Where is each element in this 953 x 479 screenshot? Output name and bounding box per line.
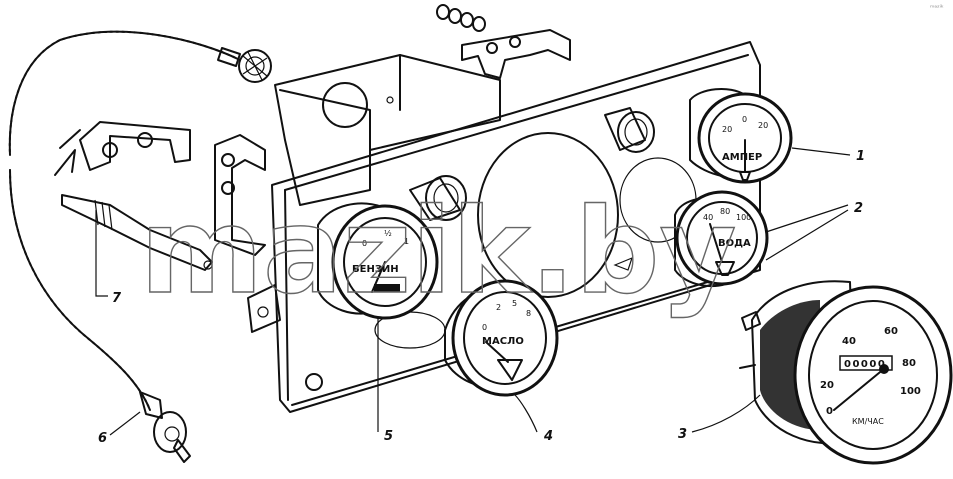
temp-tick-3: 100 <box>736 213 751 222</box>
fuel-tick-half: ½ <box>384 229 392 238</box>
speed-tick-0: 0 <box>826 406 833 417</box>
ammeter-tick-left: 20 <box>722 125 732 134</box>
odometer-digits: 00000 <box>844 359 886 370</box>
speedometer-cable <box>8 30 272 463</box>
fuel-gauge: 0 ½ 1 БЕНЗИН <box>317 202 439 320</box>
corner-mark: ᵐᵃᶻⁱᵏ <box>930 4 944 12</box>
speed-unit: КМ/ЧАС <box>852 417 884 426</box>
odometer-window <box>839 355 893 371</box>
callout-3: 3 <box>678 427 687 442</box>
ammeter-tick-center: 0 <box>742 115 747 124</box>
speed-tick-80: 80 <box>902 358 916 369</box>
oil-pressure-gauge: 0 2 5 8 МАСЛО <box>444 279 559 397</box>
oil-tick-5: 5 <box>512 299 517 308</box>
speed-tick-40: 40 <box>842 336 856 347</box>
callout-4: 4 <box>543 429 553 444</box>
temp-label: ВОДА <box>718 238 751 249</box>
fuel-tick-empty: 0 <box>362 239 367 248</box>
mounting-bracket-and-resistor <box>54 121 213 271</box>
oil-label: МАСЛО <box>482 336 524 347</box>
oil-tick-2: 2 <box>496 303 501 312</box>
temp-tick-2: 80 <box>720 207 730 216</box>
callout-5: 5 <box>384 429 393 444</box>
angle-brackets <box>214 29 571 256</box>
oil-tick-0: 0 <box>482 323 487 332</box>
speed-tick-100: 100 <box>900 386 921 397</box>
nuts-and-washers <box>436 4 486 32</box>
temperature-gauge: 40 80 100 ВОДА <box>674 190 769 288</box>
speed-tick-20: 20 <box>820 380 834 391</box>
callout-1: 1 <box>856 149 865 164</box>
ammeter-gauge: 20 0 20 АМПЕР <box>689 88 793 184</box>
fuel-tick-full: 1 <box>404 237 409 246</box>
fuel-label: БЕНЗИН <box>352 264 399 275</box>
oil-tick-8: 8 <box>526 309 531 318</box>
instrument-panel-housing <box>247 41 761 413</box>
speed-tick-60: 60 <box>884 326 898 337</box>
callout-2: 2 <box>854 201 863 216</box>
callout-6: 6 <box>98 431 107 446</box>
temp-tick-1: 40 <box>703 213 713 222</box>
ammeter-tick-right: 20 <box>758 121 768 130</box>
callout-lines <box>95 147 851 436</box>
callout-7: 7 <box>112 291 122 306</box>
speedometer: 0 20 40 60 80 100 00000 КМ/ЧАС <box>739 280 953 465</box>
warning-lamp-upper <box>604 107 655 153</box>
ammeter-label: АМПЕР <box>722 152 762 163</box>
watermark: mazik.by <box>140 182 736 320</box>
warning-lamp-lower <box>409 175 467 221</box>
